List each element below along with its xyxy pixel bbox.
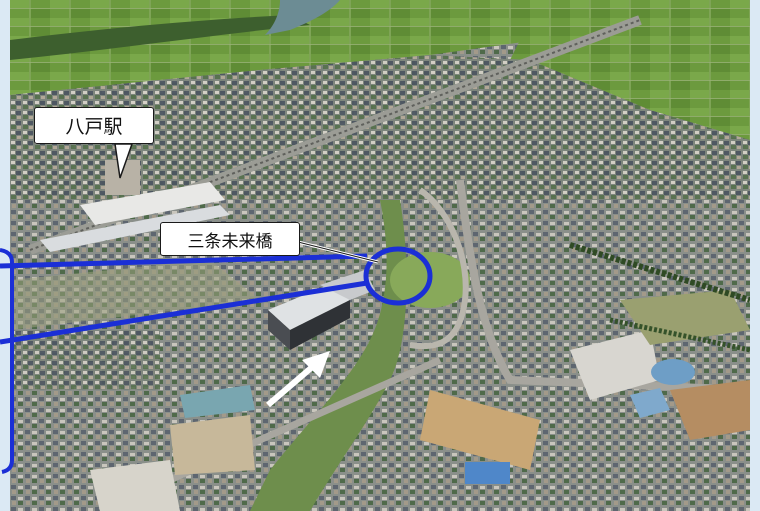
highlight-frame-side	[1, 262, 14, 474]
station-label: 八戸駅	[65, 116, 123, 138]
right-margin	[750, 0, 760, 511]
station-callout: 八戸駅	[34, 107, 154, 144]
highlight-line-upper	[0, 253, 368, 269]
arrow-up-right-icon	[266, 351, 330, 408]
station-callout-pointer	[114, 143, 134, 179]
bridge-callout-leader-outline	[297, 241, 379, 263]
circle-outline-icon	[363, 246, 433, 306]
highlight-frame-top	[0, 248, 14, 263]
left-margin	[0, 0, 10, 511]
bridge-label: 三条未来橋	[187, 231, 273, 252]
bridge-callout: 三条未来橋	[160, 222, 300, 256]
highlight-line-lower	[0, 280, 368, 345]
